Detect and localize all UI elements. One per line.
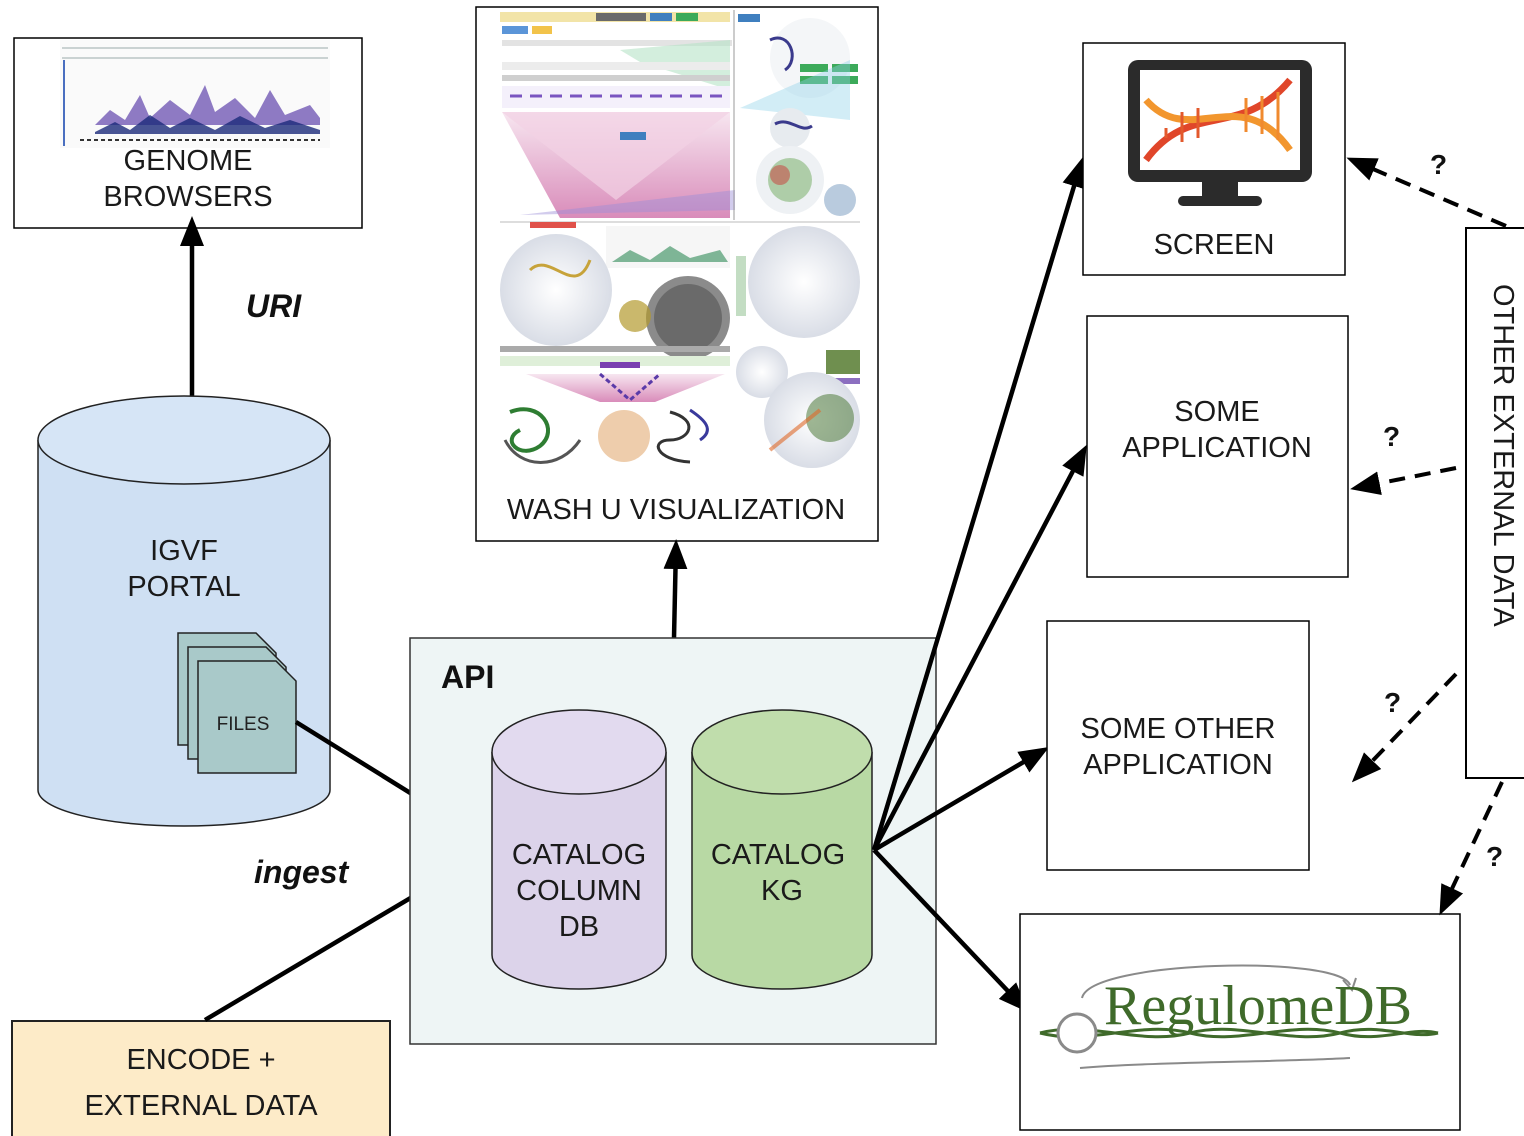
external-to-regulomedb-dashed-arrow [1439,781,1504,916]
files-label: FILES [217,714,270,735]
igvf-portal-label-line1: IGVF [150,535,218,567]
catalog-kg-label-line1: CATALOG [711,839,845,871]
washu-thumbnail [500,10,860,468]
regulomedb-node: RegulomeDB [1019,913,1461,1131]
other-external-data-node: OTHER EXTERNAL DATA [1465,227,1524,779]
catalog-column-db-node: CATALOG COLUMN DB [491,709,667,990]
question-mark-some-application: ? [1383,421,1400,452]
catalog-column-db-label-line2: COLUMN [516,875,642,907]
catalog-kg-label-line2: KG [761,875,803,907]
monitor-dna-icon [1128,60,1312,206]
question-mark-some-other-application: ? [1384,687,1401,718]
regulomedb-logo: RegulomeDB [1039,964,1439,1069]
genome-browsers-label-line2: BROWSERS [103,181,272,213]
catalog-kg-node: CATALOG KG [691,709,873,990]
kg-to-some-application-arrow [872,444,1087,852]
external-to-some-other-application-dashed-arrow [1351,672,1458,783]
encode-label-line2: EXTERNAL DATA [84,1090,318,1122]
catalog-column-db-label-line3: DB [559,911,599,943]
question-mark-screen: ? [1430,149,1447,180]
some-other-application-label-line2: APPLICATION [1083,749,1273,781]
uri-label: URI [246,288,302,324]
kg-to-regulomedb-arrow [872,848,1029,1013]
genome-browser-thumbnail [60,40,330,148]
files-stack-icon [177,632,297,774]
api-to-washu-arrow [663,539,688,639]
some-application-label-line2: APPLICATION [1122,432,1312,464]
question-mark-regulomedb: ? [1486,841,1503,872]
washu-label: WASH U VISUALIZATION [507,494,845,526]
genome-browsers-label-line1: GENOME [124,145,253,177]
catalog-column-db-label-line1: CATALOG [512,839,646,871]
some-application-label-line1: SOME [1174,396,1259,428]
ingest-label: ingest [254,854,350,890]
external-to-screen-dashed-arrow [1346,157,1507,228]
external-to-some-application-dashed-arrow [1350,466,1457,496]
genome-browsers-node: GENOME BROWSERS [13,37,363,229]
other-external-data-label: OTHER EXTERNAL DATA [1487,284,1519,627]
screen-label: SCREEN [1154,229,1275,261]
washu-visualization-node: WASH U VISUALIZATION [475,6,879,542]
kg-to-some-other-application-arrow [872,746,1050,852]
api-node: API CATALOG COLUMN DB CATALOG KG [409,637,937,1045]
igvf-portal-label-line2: PORTAL [127,571,240,603]
some-other-application-node: SOME OTHER APPLICATION [1046,620,1310,871]
encode-external-data-node: ENCODE + EXTERNAL DATA [11,1020,391,1136]
regulomedb-logo-text: RegulomeDB [1104,975,1412,1037]
some-other-application-label-line1: SOME OTHER [1081,713,1276,745]
api-label: API [441,659,494,695]
screen-node: SCREEN [1082,42,1346,276]
some-application-node: SOME APPLICATION [1086,315,1349,578]
igvf-portal-node: IGVF PORTAL FILES [37,395,331,827]
encode-label-line1: ENCODE + [126,1044,275,1076]
kg-to-screen-arrow [871,157,1086,851]
